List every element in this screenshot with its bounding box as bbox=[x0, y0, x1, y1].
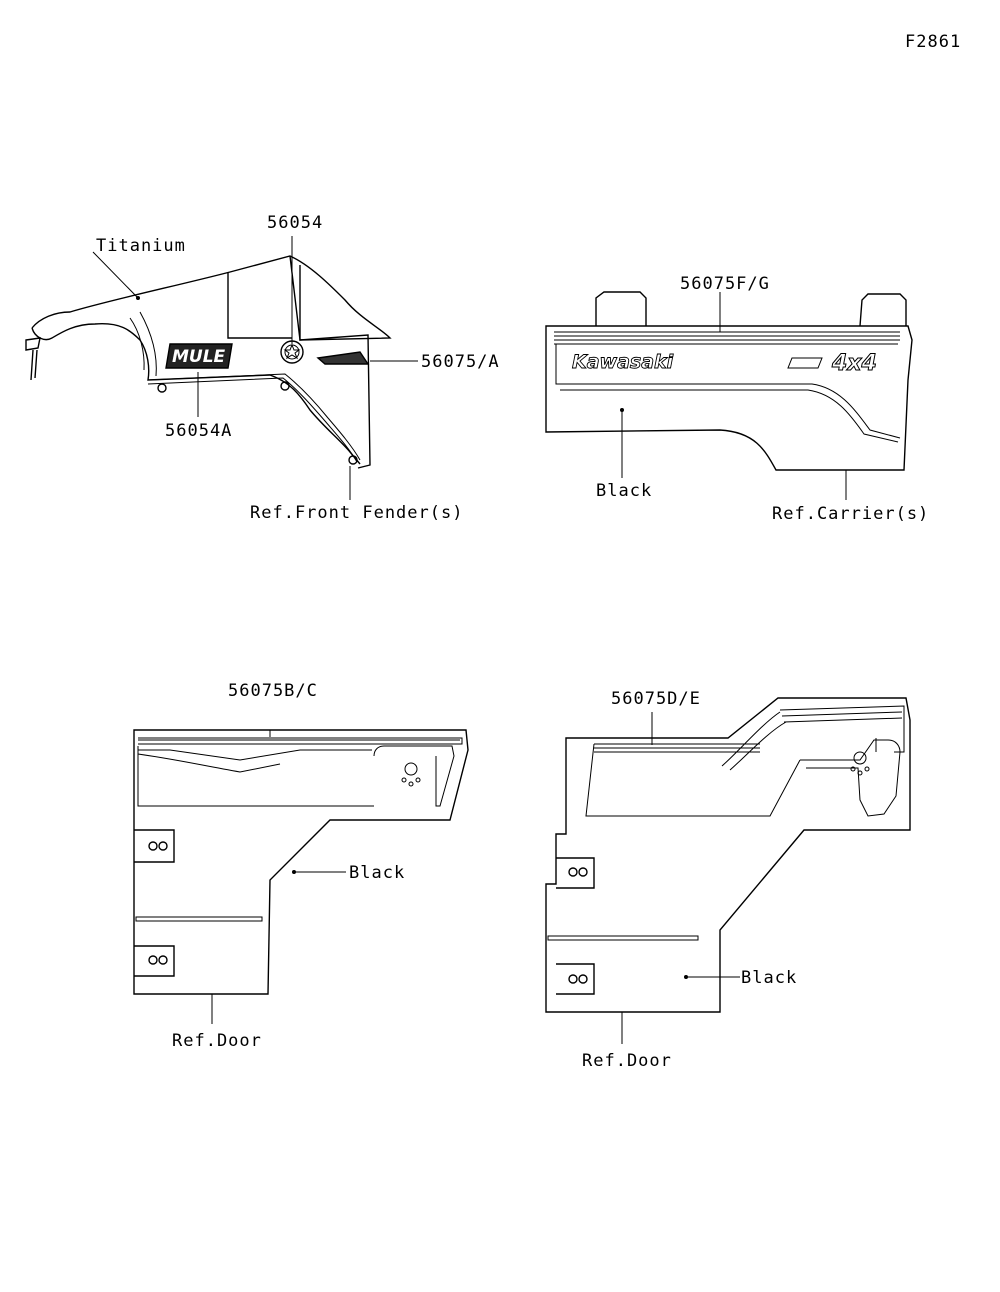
kawasaki-brand-text: Kawasaki bbox=[572, 351, 674, 373]
label-56075fg: 56075F/G bbox=[680, 274, 770, 294]
front-fender-drawing: MULE bbox=[25, 255, 392, 469]
door-right-panel: 56075D/E Black Ref.Door bbox=[545, 689, 911, 1071]
mule-logo-text: MULE bbox=[172, 347, 226, 367]
figure-id: F2861 bbox=[905, 32, 961, 52]
front-fender-panel: MULE Titanium 56054 56075/A 56054A Ref.F… bbox=[25, 213, 500, 523]
indicator-icon bbox=[853, 751, 867, 765]
small-badge-icon bbox=[787, 357, 823, 369]
label-ref-door-right: Ref.Door bbox=[582, 1051, 672, 1071]
4x4-badge-text: 4x4 bbox=[831, 351, 877, 376]
label-56075a: 56075/A bbox=[421, 352, 500, 372]
indicator-icon bbox=[404, 762, 418, 776]
label-black-carrier: Black bbox=[596, 481, 652, 501]
label-ref-front-fender: Ref.Front Fender(s) bbox=[250, 503, 463, 523]
label-titanium: Titanium bbox=[96, 236, 186, 256]
door-right-drawing bbox=[545, 697, 911, 1013]
label-56075de: 56075D/E bbox=[611, 689, 701, 709]
door-left-panel: 56075B/C Black Ref.Door bbox=[133, 681, 469, 1051]
label-56075bc: 56075B/C bbox=[228, 681, 318, 701]
label-56054: 56054 bbox=[267, 213, 323, 233]
label-ref-carrier: Ref.Carrier(s) bbox=[772, 504, 929, 524]
label-black-door-right: Black bbox=[741, 968, 797, 988]
label-56054a: 56054A bbox=[165, 421, 232, 441]
label-black-door-left: Black bbox=[349, 863, 405, 883]
carrier-drawing: Kawasaki 4x4 bbox=[545, 291, 913, 471]
carrier-panel: Kawasaki 4x4 56075F/G Black Ref.Carrier(… bbox=[545, 274, 929, 524]
label-ref-door-left: Ref.Door bbox=[172, 1031, 262, 1051]
door-left-drawing bbox=[133, 729, 469, 995]
